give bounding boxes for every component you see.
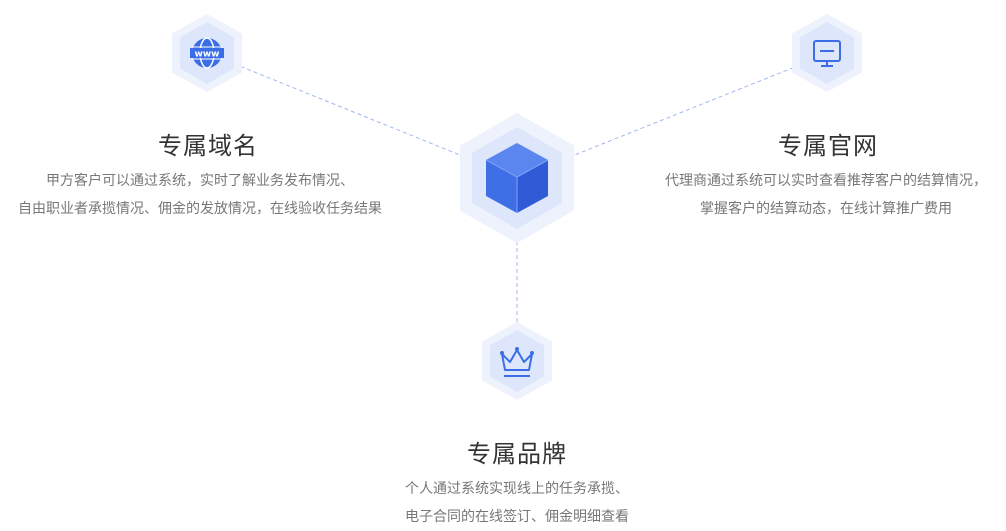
domain-desc-line-1: 甲方客户可以通过系统，实时了解业务发布情况、: [46, 173, 354, 189]
domain-title: 专属域名: [158, 132, 258, 160]
brand-desc-line-1: 个人通过系统实现线上的任务承揽、: [405, 481, 629, 497]
crown-icon: [500, 347, 534, 377]
brand-description: 个人通过系统实现线上的任务承揽、 电子合同的在线签订、佣金明细查看: [405, 475, 629, 531]
domain-desc-line-2: 自由职业者承揽情况、佣金的发放情况，在线验收任务结果: [18, 201, 382, 217]
website-desc-line-2: 掌握客户的结算动态，在线计算推广费用: [700, 201, 952, 217]
website-hex-badge: [792, 14, 862, 92]
center-cube-hub: [460, 113, 574, 243]
brand-title: 专属品牌: [467, 440, 567, 468]
website-description: 代理商通过系统可以实时查看推荐客户的结算情况， 掌握客户的结算动态，在线计算推广…: [665, 167, 987, 223]
website-desc-line-1: 代理商通过系统可以实时查看推荐客户的结算情况，: [665, 173, 987, 189]
brand-desc-line-2: 电子合同的在线签订、佣金明细查看: [405, 509, 629, 525]
globe-www-icon: www: [190, 37, 224, 69]
website-title: 专属官网: [778, 132, 878, 160]
cube-icon: [485, 143, 549, 213]
domain-hex-badge: www: [172, 14, 242, 92]
domain-description: 甲方客户可以通过系统，实时了解业务发布情况、 自由职业者承揽情况、佣金的发放情况…: [18, 167, 382, 223]
www-label: www: [195, 50, 220, 60]
brand-hex-badge: [482, 322, 552, 400]
monitor-icon: [813, 40, 841, 67]
